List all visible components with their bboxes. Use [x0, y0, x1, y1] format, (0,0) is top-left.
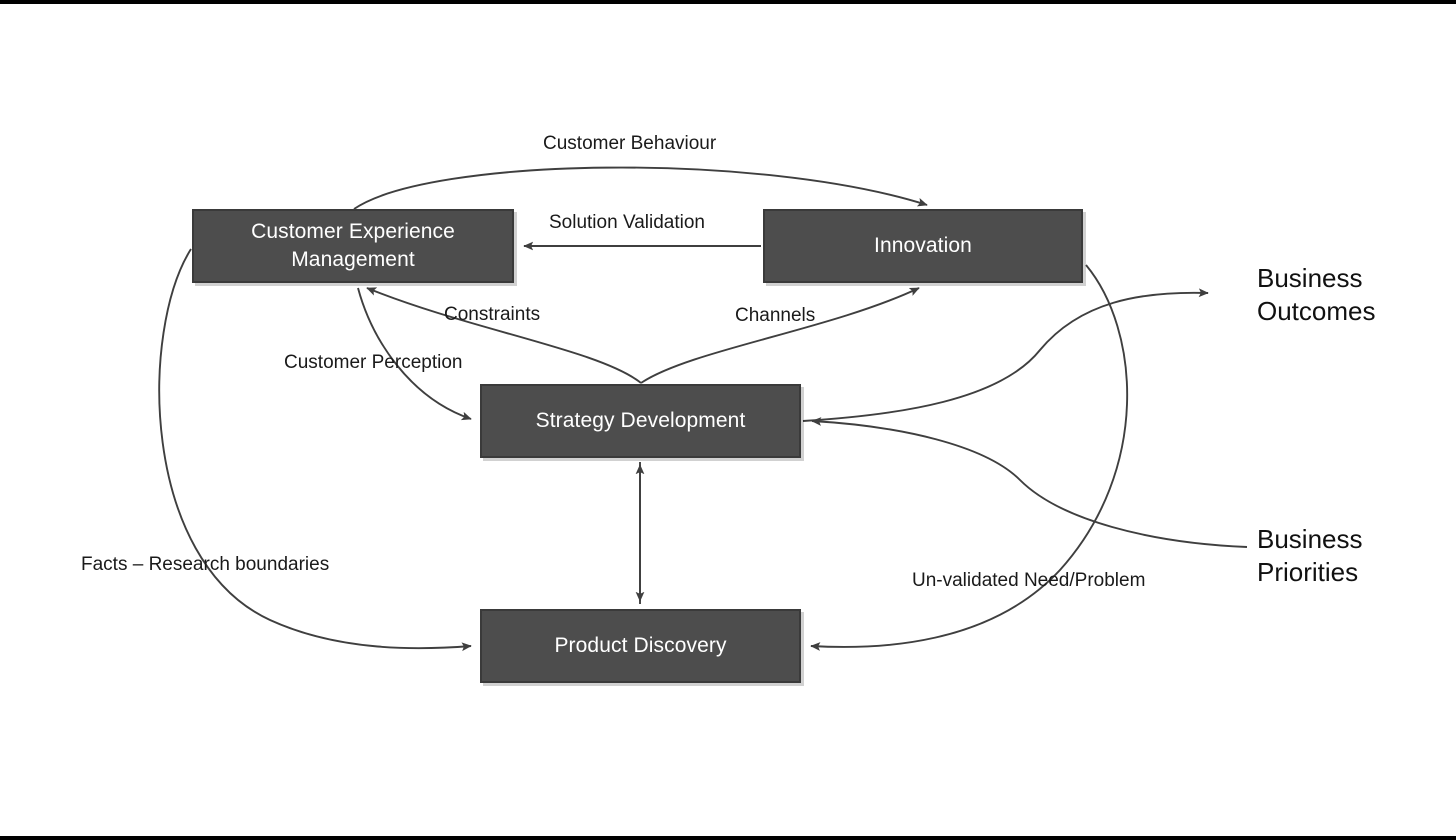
edge-label-un-validated-need-problem: Un-validated Need/Problem — [912, 570, 1146, 591]
bottom-border-rule — [0, 836, 1456, 840]
edge-label-customer-behaviour: Customer Behaviour — [543, 133, 717, 154]
edge-label-facts-research-boundaries: Facts – Research boundaries — [81, 554, 330, 575]
external-label-business-outcomes: Business Outcomes — [1257, 263, 1376, 326]
top-border-rule — [0, 0, 1456, 4]
node-label: Product Discovery — [554, 634, 727, 658]
node-innovation[interactable]: Innovation — [763, 209, 1083, 283]
edge-facts-research-path — [158, 248, 472, 652]
edge-business-priorities-path — [811, 417, 1248, 548]
edge-label-channels: Channels — [735, 305, 816, 326]
edge-label-customer-perception: Customer Perception — [284, 352, 463, 373]
edge-label-constraints: Constraints — [444, 304, 541, 325]
node-label: Strategy Development — [535, 409, 746, 433]
external-label-business-priorities: Business Priorities — [1257, 524, 1363, 587]
node-strategy-development[interactable]: Strategy Development — [480, 384, 801, 458]
edge-un-validated-need-path — [810, 264, 1129, 651]
node-label: Customer Experience Management — [251, 220, 455, 271]
edge-customer-behaviour-path — [353, 166, 928, 210]
edge-customer-perception-path — [357, 287, 472, 421]
edge-channels-path — [640, 287, 920, 384]
node-label: Innovation — [874, 234, 972, 258]
edge-label-solution-validation: Solution Validation — [549, 212, 705, 233]
edge-constraints-path — [366, 287, 642, 384]
node-customer-experience-management[interactable]: Customer Experience Management — [192, 209, 514, 283]
node-product-discovery[interactable]: Product Discovery — [480, 609, 801, 683]
edge-business-outcomes-path — [802, 288, 1209, 422]
